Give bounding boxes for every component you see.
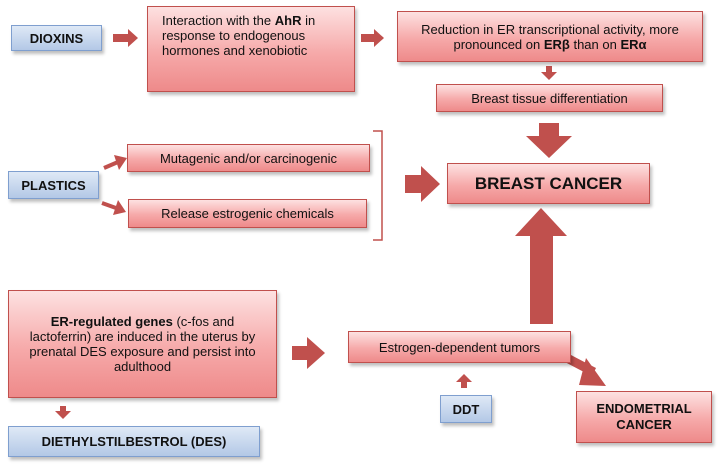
arrow-plastics-to-breast (405, 166, 440, 202)
ahr-text-bold: AhR (274, 13, 302, 28)
endometrial-label-line1: ENDOMETRIAL (596, 401, 692, 416)
er-reduction-text: Reduction in ER transcriptional activity… (404, 22, 696, 52)
source-plastics-label: PLASTICS (21, 177, 86, 193)
arrow-er-to-differentiation (541, 66, 557, 80)
arrow-differentiation-to-breast (526, 123, 572, 158)
er-reduction-box: Reduction in ER transcriptional activity… (397, 11, 703, 62)
breast-cancer-label: BREAST CANCER (474, 174, 623, 193)
er-text-mid: than on (569, 36, 621, 52)
arrow-plastics-to-mutagenic-head (114, 155, 127, 170)
source-ddt: DDT (440, 395, 492, 423)
release-box: Release estrogenic chemicals (128, 199, 367, 228)
arrow-genes-to-des (55, 406, 71, 419)
mutagenic-label: Mutagenic and/or carcinogenic (159, 150, 338, 166)
er-text-beta: ERβ (543, 36, 570, 52)
arrow-tumors-to-endometrial-head (579, 358, 606, 386)
source-des-label: DIETHYLSTILBESTROL (DES) (41, 434, 227, 449)
endometrial-label-line2: CANCER (616, 417, 672, 432)
source-des: DIETHYLSTILBESTROL (DES) (8, 426, 260, 457)
arrow-plastics-to-release (101, 201, 117, 210)
differentiation-box: Breast tissue differentiation (436, 84, 663, 112)
source-ddt-label: DDT (452, 401, 480, 417)
ahr-text-pre: Interaction with the (162, 13, 275, 28)
plastics-bracket (373, 130, 383, 241)
arrow-ahr-to-er (361, 29, 384, 47)
breast-cancer-box: BREAST CANCER (447, 163, 650, 204)
release-label: Release estrogenic chemicals (161, 206, 334, 221)
arrow-plastics-to-release-head (113, 200, 126, 215)
arrow-plastics-to-mutagenic (103, 160, 119, 170)
arrow-dioxins-to-ahr (113, 29, 138, 47)
er-genes-rest: (c-fos and lactoferrin) are induced in t… (29, 314, 256, 374)
ahr-interaction-box: Interaction with the AhR in response to … (147, 6, 355, 92)
arrow-genes-to-tumors (292, 337, 325, 369)
arrow-tumors-to-breast (515, 208, 567, 324)
differentiation-label: Breast tissue differentiation (471, 90, 628, 106)
er-genes-box: ER-regulated genes (c-fos and lactoferri… (8, 290, 277, 398)
source-dioxins-label: DIOXINS (29, 30, 84, 46)
mutagenic-box: Mutagenic and/or carcinogenic (127, 144, 370, 172)
endometrial-cancer-box: ENDOMETRIAL CANCER (576, 391, 712, 443)
er-genes-bold: ER-regulated genes (50, 314, 173, 329)
source-plastics: PLASTICS (8, 171, 99, 199)
tumors-label: Estrogen-dependent tumors (378, 339, 541, 355)
tumors-box: Estrogen-dependent tumors (348, 331, 571, 363)
er-text-pre: Reduction in ER transcriptional activity… (421, 21, 679, 52)
er-text-alpha: ERα (620, 36, 647, 52)
arrow-ddt-to-tumors (456, 374, 472, 388)
ahr-text-post: in response to endogenous hormones and x… (162, 13, 316, 58)
ahr-interaction-text: Interaction with the AhR in response to … (156, 13, 346, 58)
er-genes-text: ER-regulated genes (c-fos and lactoferri… (19, 314, 266, 374)
source-dioxins: DIOXINS (11, 25, 102, 51)
